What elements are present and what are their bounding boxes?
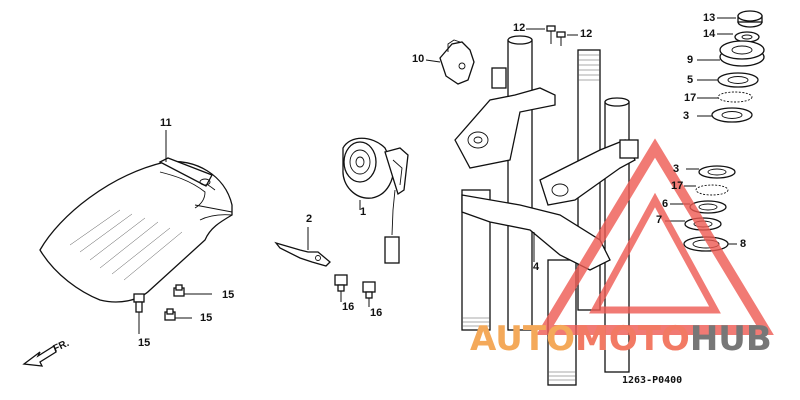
callout-6: 6 (662, 198, 668, 210)
watermark-text: AUTOMOTOHUB (470, 319, 772, 359)
callout-12: 12 (580, 28, 592, 40)
callout-17: 17 (671, 180, 683, 192)
svg-text:AUTOMOTOHUB: AUTOMOTOHUB (470, 319, 772, 359)
callout-2: 2 (306, 213, 312, 225)
direction-label: FR. (52, 338, 71, 355)
callout-11: 11 (160, 117, 172, 129)
callout-17: 17 (684, 92, 696, 104)
screws-12 (526, 25, 578, 46)
callout-3: 3 (673, 163, 679, 175)
bolts-16 (334, 274, 376, 307)
callout-12: 12 (513, 22, 525, 34)
callout-13: 13 (703, 12, 715, 24)
callout-16: 16 (370, 307, 382, 319)
callout-4: 4 (533, 261, 540, 273)
horn-1 (342, 137, 409, 264)
diagram-code: 1263-P0400 (622, 375, 682, 386)
bearing-stack (665, 10, 765, 252)
callout-3: 3 (683, 110, 689, 122)
callout-14: 14 (703, 28, 716, 40)
callout-5: 5 (687, 74, 693, 86)
bracket-2 (274, 227, 331, 267)
callout-10: 10 (412, 53, 424, 65)
callout-7: 7 (656, 214, 662, 226)
callout-8: 8 (740, 238, 746, 250)
callout-1: 1 (360, 206, 366, 218)
front-direction-arrow: FR. (22, 338, 71, 367)
callout-9: 9 (687, 54, 693, 66)
watermark-logo (536, 138, 774, 335)
callout-15: 15 (222, 289, 234, 301)
front-fender (39, 130, 233, 303)
steering-lock-10 (425, 39, 475, 85)
watermark-part1: AUTO (470, 319, 575, 359)
watermark-part2: MOTO (575, 319, 690, 359)
callout-15: 15 (138, 337, 150, 349)
bolts-15 (133, 284, 212, 334)
watermark-part3: HUB (690, 319, 772, 359)
callout-15: 15 (200, 312, 212, 324)
callout-16: 16 (342, 301, 354, 313)
front-fork-4 (454, 35, 639, 386)
